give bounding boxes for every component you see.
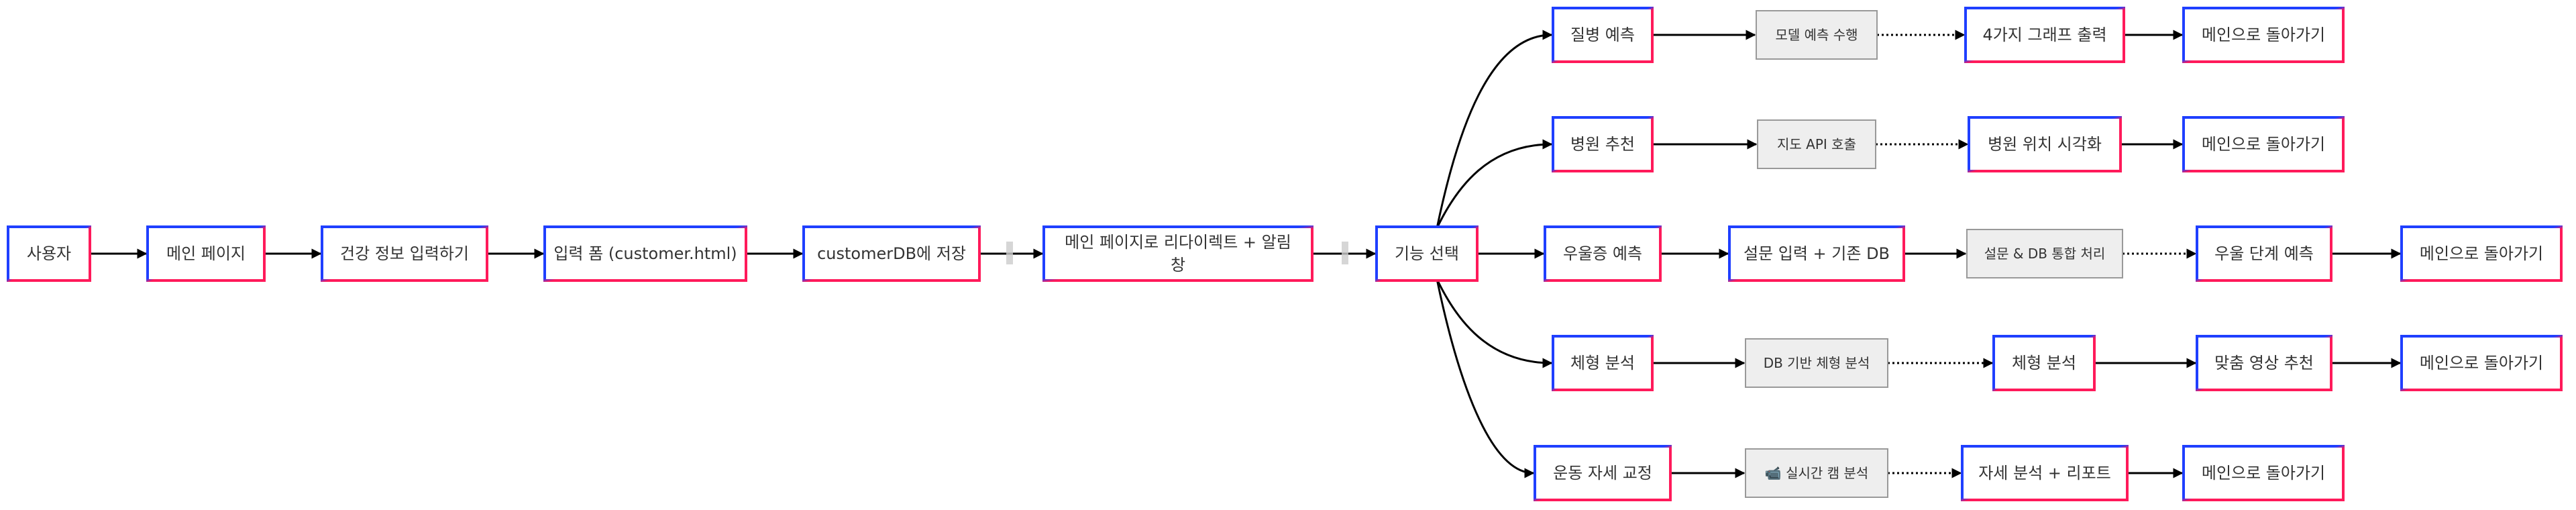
node-hospital-recommend: 병원 추천: [1552, 116, 1654, 172]
node-back-main-3: 메인으로 돌아가기: [2400, 225, 2563, 282]
node-label: 자세 분석 + 리포트: [1978, 464, 2111, 482]
node-user: 사용자: [7, 225, 91, 282]
node-survey-process: 설문 & DB 통합 처리: [1966, 229, 2123, 278]
node-select-feature: 기능 선택: [1375, 225, 1479, 282]
edges: [90, 30, 2402, 478]
node-label: 메인으로 돌아가기: [2202, 135, 2325, 154]
node-label: 맞춤 영상 추천: [2214, 354, 2314, 372]
node-posture-correction: 운동 자세 교정: [1534, 445, 1672, 501]
node-label: 기능 선택: [1395, 244, 1459, 263]
node-main-page: 메인 페이지: [146, 225, 266, 282]
node-label: 설문 입력 + 기존 DB: [1743, 244, 1890, 263]
node-label: 병원 위치 시각화: [1988, 135, 2102, 154]
node-custom-video: 맞춤 영상 추천: [2196, 335, 2332, 391]
node-disease-predict: 질병 예측: [1552, 7, 1654, 63]
edge-label-chip: [1342, 242, 1348, 264]
edge-label-chip: [1006, 242, 1013, 264]
node-label: 모델 예측 수행: [1775, 27, 1858, 43]
node-label: 창: [1171, 256, 1185, 274]
node-label: 메인으로 돌아가기: [2202, 464, 2325, 482]
node-back-main-1: 메인으로 돌아가기: [2182, 7, 2345, 63]
node-label: 입력 폼 (customer.html): [553, 244, 737, 263]
node-label: DB 기반 체형 분석: [1764, 355, 1870, 371]
edge-select-disease: [1436, 30, 1553, 229]
node-depression-predict: 우울증 예측: [1544, 225, 1662, 282]
node-label: 체형 분석: [2012, 354, 2076, 372]
node-label: 우울 단계 예측: [2214, 244, 2314, 263]
node-label: 4가지 그래프 출력: [1982, 26, 2106, 44]
node-label: customerDB에 저장: [817, 244, 966, 263]
node-label: 설문 & DB 통합 처리: [1984, 246, 2106, 262]
node-label: 우울증 예측: [1563, 244, 1642, 263]
node-label: 메인 페이지로 리다이렉트 + 알림: [1065, 233, 1291, 252]
node-posture-report: 자세 분석 + 리포트: [1961, 445, 2129, 501]
node-model-predict: 모델 예측 수행: [1756, 10, 1878, 60]
node-depression-stage: 우울 단계 예측: [2196, 225, 2332, 282]
node-redirect-alert: 메인 페이지로 리다이렉트 + 알림창: [1042, 225, 1313, 282]
node-label: 체형 분석: [1570, 354, 1635, 372]
node-realtime-cam: 📹 실시간 캠 분석: [1745, 448, 1888, 498]
node-survey-input: 설문 입력 + 기존 DB: [1728, 225, 1905, 282]
node-hospital-location: 병원 위치 시각화: [1968, 116, 2122, 172]
node-back-main-5: 메인으로 돌아가기: [2182, 445, 2345, 501]
node-label: 메인으로 돌아가기: [2420, 354, 2543, 372]
nodes: 사용자 메인 페이지 건강 정보 입력하기 입력 폼 (customer.html) c…: [7, 7, 2563, 501]
edge-select-body: [1436, 278, 1553, 368]
edge-select-posture: [1436, 278, 1535, 478]
node-back-main-2: 메인으로 돌아가기: [2182, 116, 2345, 172]
node-label: 메인으로 돌아가기: [2420, 244, 2543, 263]
node-db-body-analysis: DB 기반 체형 분석: [1745, 338, 1888, 388]
node-label: 메인 페이지: [166, 244, 246, 263]
node-map-api: 지도 API 호출: [1757, 119, 1876, 169]
node-label: 질병 예측: [1570, 26, 1635, 44]
node-input-form: 입력 폼 (customer.html): [543, 225, 747, 282]
node-body-analysis: 체형 분석: [1552, 335, 1654, 391]
node-four-graphs: 4가지 그래프 출력: [1964, 7, 2125, 63]
node-label: 메인으로 돌아가기: [2202, 26, 2325, 44]
edge-select-hospital: [1436, 139, 1553, 229]
node-label: 📹 실시간 캠 분석: [1765, 465, 1868, 481]
node-label: 사용자: [27, 244, 71, 263]
node-label: 병원 추천: [1570, 135, 1635, 154]
node-save-db: customerDB에 저장: [802, 225, 981, 282]
node-body-analysis-result: 체형 분석: [1992, 335, 2096, 391]
node-label: 운동 자세 교정: [1553, 464, 1652, 482]
node-health-input: 건강 정보 입력하기: [321, 225, 488, 282]
node-label: 지도 API 호출: [1777, 136, 1856, 152]
node-label: 건강 정보 입력하기: [340, 244, 469, 263]
node-back-main-4: 메인으로 돌아가기: [2400, 335, 2563, 391]
